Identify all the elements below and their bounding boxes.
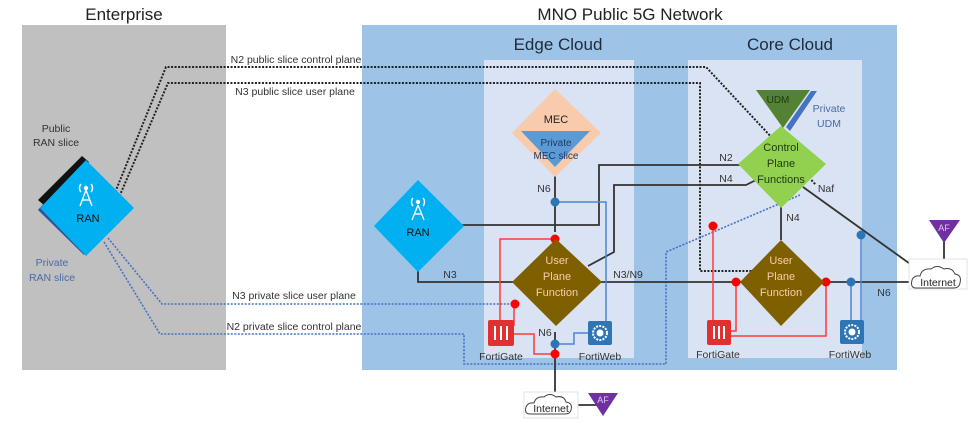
edge-ran-label: RAN	[406, 227, 429, 239]
n3-public-label: N3 public slice user plane	[235, 86, 355, 98]
edge-n6-top-label: N6	[537, 183, 551, 195]
core-cloud-title: Core Cloud	[747, 35, 833, 54]
antenna-icon	[78, 183, 94, 207]
core-upf-label-2: Plane	[767, 271, 795, 283]
enterprise-ran-node[interactable]: RAN	[38, 156, 134, 256]
udm-triangle	[756, 90, 810, 128]
edge-fortigate[interactable]	[488, 320, 514, 346]
core-fortiweb-label: FortiWeb	[829, 349, 872, 361]
private-ran-slice-label: Private	[36, 257, 69, 269]
edge-internet-label: Internet	[533, 403, 569, 415]
mec-node[interactable]: MEC Private MEC slice	[512, 89, 601, 177]
edge-upf-label-2: Plane	[543, 271, 571, 283]
fortiweb-junctions	[550, 197, 866, 349]
private-ran-slice-label-2: RAN slice	[29, 272, 75, 284]
core-upf-label-3: Function	[760, 287, 802, 299]
cpf-label: Control	[763, 142, 798, 154]
core-upf-node[interactable]: User Plane Function	[740, 240, 824, 326]
udm-label: UDM	[767, 95, 790, 106]
cpf-label-3: Functions	[757, 174, 805, 186]
cpf-label-2: Plane	[767, 158, 795, 170]
fortiweb-globe-icon	[848, 328, 856, 336]
n3n9-label: N3/N9	[613, 269, 643, 281]
edge-upf-label-3: Function	[536, 287, 578, 299]
mec-label: MEC	[544, 114, 569, 126]
mec-private-label: Private	[540, 138, 572, 149]
core-fortigate-label: FortiGate	[696, 349, 740, 361]
core-n4-left-label: N4	[719, 173, 733, 185]
core-fortigate[interactable]	[707, 320, 731, 345]
edge-upf-label: User	[545, 255, 569, 267]
n2-public-slice-link	[109, 66, 817, 206]
fortiweb-gear-icon	[844, 324, 860, 340]
cpf-diamond	[738, 126, 826, 208]
core-n2-label: N2	[719, 152, 733, 164]
public-ran-slice-label: Public	[42, 123, 71, 135]
edge-af-label: AF	[597, 395, 609, 405]
edge-upf-diamond	[512, 239, 602, 326]
public-ran-slice-band	[38, 156, 89, 206]
edge-fortiweb[interactable]	[588, 321, 612, 345]
enterprise-ran-diamond	[40, 160, 134, 256]
edge-fortigate-label: FortiGate	[479, 351, 523, 363]
core-af-label: AF	[938, 223, 950, 233]
private-udm-label-2: UDM	[817, 118, 841, 130]
n3-private-label: N3 private slice user plane	[232, 290, 356, 302]
core-upf-diamond	[740, 240, 824, 326]
private-udm-band	[786, 91, 817, 131]
edge-cloud-title: Edge Cloud	[514, 35, 603, 54]
fortiweb-globe-icon	[596, 329, 604, 337]
mec-private-label-2: MEC slice	[533, 151, 578, 162]
n2-public-label: N2 public slice control plane	[231, 54, 362, 66]
mno-title: MNO Public 5G Network	[537, 5, 723, 24]
enterprise-title: Enterprise	[85, 5, 162, 24]
core-fortiweb[interactable]	[840, 320, 864, 344]
mec-private-slice	[521, 131, 590, 167]
edge-ran-diamond	[374, 180, 464, 272]
naf-label: Naf	[818, 183, 834, 195]
public-ran-slice-label-2: RAN slice	[33, 137, 79, 149]
antenna-icon	[410, 197, 426, 221]
edge-internet-cloud[interactable]: Internet	[523, 391, 579, 419]
control-plane-functions-node[interactable]: Control Plane Functions	[738, 126, 826, 208]
private-udm-label: Private	[813, 103, 846, 115]
edge-ran-node[interactable]: RAN	[374, 180, 464, 272]
n3-private-slice-link	[107, 237, 512, 305]
n2-private-label: N2 private slice control plane	[227, 321, 362, 333]
core-internet-cloud[interactable]: Internet	[908, 258, 968, 290]
fortiweb-gear-icon	[592, 325, 608, 341]
fortigate-icon	[494, 326, 508, 340]
n2-private-slice-link	[103, 194, 801, 365]
fortigate-icon	[713, 326, 725, 339]
edge-af-node[interactable]: AF	[588, 393, 618, 416]
core-af-node[interactable]: AF	[929, 220, 960, 243]
n3-label: N3	[443, 269, 457, 281]
edge-n6-bottom-label: N6	[538, 327, 552, 339]
core-internet-label: Internet	[920, 277, 956, 289]
core-n6-label: N6	[877, 287, 891, 299]
n3-public-slice-link	[113, 82, 758, 272]
core-upf-label: User	[769, 255, 793, 267]
edge-fortiweb-label: FortiWeb	[579, 351, 622, 363]
edge-upf-node[interactable]: User Plane Function	[512, 239, 602, 326]
udm-node[interactable]: UDM	[756, 90, 817, 131]
core-n4-down-label: N4	[786, 212, 800, 224]
enterprise-ran-label: RAN	[76, 213, 99, 225]
